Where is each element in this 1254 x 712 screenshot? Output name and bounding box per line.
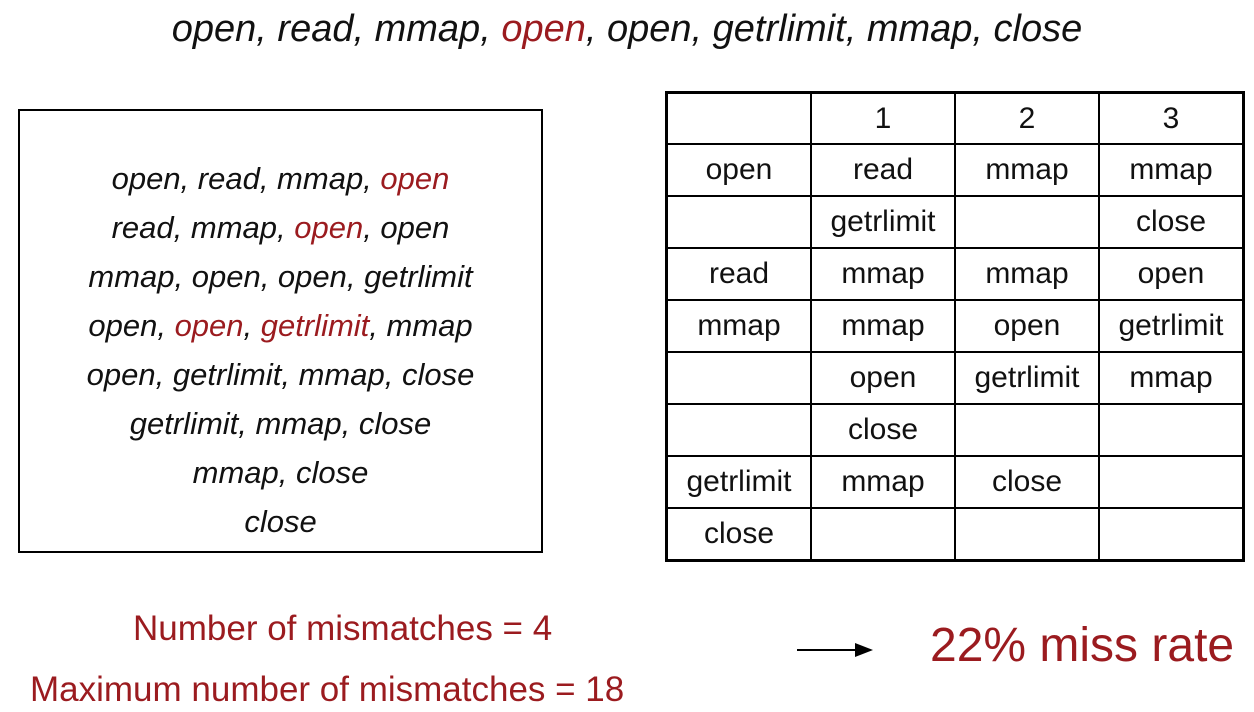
table-cell: getrlimit: [810, 195, 956, 249]
mismatches-label: Number of mismatches = 4: [133, 609, 553, 648]
sequence-token: ,: [585, 8, 607, 50]
miss-rate-label: 22% miss rate: [930, 619, 1235, 672]
table-cell: mmap: [810, 455, 956, 509]
table-cell: [810, 507, 956, 562]
window-token: , open: [363, 210, 450, 245]
window-token: mmap, close: [192, 455, 369, 490]
window-token-highlighted: getrlimit: [260, 308, 370, 343]
table-cell: [665, 195, 812, 249]
window-token: close: [244, 504, 317, 539]
trace-sequence: open, read, mmap, open, open, getrlimit,…: [0, 6, 1254, 52]
table-cell: mmap: [1098, 143, 1245, 197]
table-cell: close: [665, 507, 812, 562]
window-line: getrlimit, mmap, close: [20, 399, 541, 448]
window-line: close: [20, 497, 541, 546]
sequence-token: mmap: [374, 8, 481, 50]
table-cell: [1098, 455, 1245, 509]
table-row: close: [665, 403, 1245, 457]
sequence-token: ,: [480, 8, 502, 50]
table-cell: mmap: [954, 247, 1100, 301]
window-token: mmap, open, open, getrlimit: [88, 259, 473, 294]
table-cell: open: [1098, 247, 1245, 301]
window-line: open, open, getrlimit, mmap: [20, 301, 541, 350]
table-cell: getrlimit: [1098, 299, 1245, 353]
table-cell: [954, 507, 1100, 562]
table-cell: mmap: [810, 247, 956, 301]
table-header-cell: 1: [810, 91, 956, 145]
window-line: read, mmap, open, open: [20, 203, 541, 252]
sequence-token-highlighted: open: [501, 8, 586, 50]
table-row: getrlimit close: [665, 195, 1245, 249]
table-cell: getrlimit: [665, 455, 812, 509]
window-line: open, getrlimit, mmap, close: [20, 350, 541, 399]
right-arrow-icon: [797, 643, 873, 657]
sequence-token: read: [277, 8, 354, 50]
table-cell: [1098, 507, 1245, 562]
table-cell: [954, 403, 1100, 457]
sequence-token: ,: [353, 8, 375, 50]
table-cell: [1098, 403, 1245, 457]
sequence-token: close: [993, 8, 1083, 50]
table-header-cell: [665, 91, 812, 145]
window-token: open, getrlimit, mmap, close: [86, 357, 475, 392]
table-header-cell: 3: [1098, 91, 1245, 145]
window-token: getrlimit, mmap, close: [129, 406, 432, 441]
table-cell: getrlimit: [954, 351, 1100, 405]
table-cell: close: [1098, 195, 1245, 249]
table-cell: open: [665, 143, 812, 197]
max-mismatches-label: Maximum number of mismatches = 18: [30, 670, 625, 709]
sequence-token: open: [606, 8, 692, 50]
table-cell: mmap: [665, 299, 812, 353]
sequence-token: mmap: [866, 8, 973, 50]
window-token: open,: [88, 308, 175, 343]
table-cell: mmap: [954, 143, 1100, 197]
table-cell: open: [810, 351, 956, 405]
window-token: , mmap: [369, 308, 473, 343]
window-line: mmap, close: [20, 448, 541, 497]
table-row: close: [665, 507, 1245, 562]
table-cell: close: [954, 455, 1100, 509]
table-cell: [665, 351, 812, 405]
table-cell: close: [810, 403, 956, 457]
window-token-highlighted: open: [380, 161, 450, 196]
table-cell: read: [665, 247, 812, 301]
table-cell: mmap: [810, 299, 956, 353]
table-cell: [954, 195, 1100, 249]
sequence-token: ,: [972, 8, 994, 50]
table-cell: mmap: [1098, 351, 1245, 405]
window-line: mmap, open, open, getrlimit: [20, 252, 541, 301]
window-token: read, mmap,: [111, 210, 295, 245]
sequence-token: ,: [691, 8, 713, 50]
sequence-token: ,: [845, 8, 867, 50]
window-token-highlighted: open: [294, 210, 364, 245]
table-cell: [665, 403, 812, 457]
sequence-token: getrlimit: [712, 8, 846, 50]
table-cell: read: [810, 143, 956, 197]
window-token: ,: [243, 308, 261, 343]
table-header-cell: 2: [954, 91, 1100, 145]
window-line: open, read, mmap, open: [20, 154, 541, 203]
window-token: open, read, mmap,: [111, 161, 381, 196]
table-cell: open: [954, 299, 1100, 353]
sequence-token: open: [171, 8, 257, 50]
window-token-highlighted: open: [174, 308, 244, 343]
sequence-token: ,: [256, 8, 278, 50]
